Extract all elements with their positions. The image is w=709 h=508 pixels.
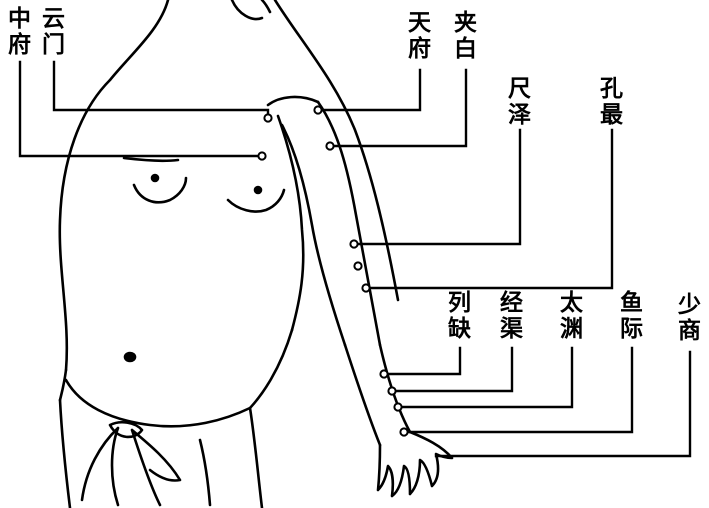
hair-strand — [260, 0, 272, 14]
label-kongzui: 孔最 — [600, 76, 623, 128]
arm-inner-forearm — [343, 343, 382, 447]
leader-zhongfu — [18, 60, 264, 158]
label-shaoshang: 少商 — [678, 292, 701, 344]
chin-outline — [230, 0, 264, 21]
marker-xiabai — [325, 141, 335, 151]
leader-xiabai — [328, 68, 468, 148]
marker-tianfu — [313, 105, 323, 115]
marker-yunmen — [263, 113, 273, 123]
marker-kongzui — [361, 283, 371, 293]
marker-kongzui-a — [353, 261, 363, 271]
arm-inner-upper — [280, 123, 347, 347]
leader-taiyuan — [396, 346, 574, 409]
right-nipple — [253, 185, 263, 195]
neck-outline — [108, 0, 170, 82]
label-taiyuan: 太渊 — [560, 290, 583, 342]
right-breast — [226, 188, 286, 213]
trouser-left — [58, 398, 72, 508]
back-shoulder-outline — [273, 0, 400, 302]
belly-left — [58, 368, 68, 402]
marker-yuji — [399, 427, 409, 437]
arm-outer-upper — [316, 100, 382, 347]
label-xiabai: 夹白 — [454, 10, 477, 62]
belly-outline — [248, 328, 294, 410]
chest-line — [122, 156, 180, 163]
leader-yuji — [402, 346, 634, 434]
label-zhongfu: 中府 — [8, 6, 31, 58]
navel — [123, 351, 137, 363]
leader-jingqu — [390, 346, 514, 393]
trouser-right — [248, 406, 264, 508]
left-torso-outline — [58, 78, 112, 372]
label-yuji: 鱼际 — [620, 290, 643, 342]
leader-tianfu — [316, 68, 422, 112]
front-shoulder-outline — [266, 95, 320, 107]
label-lieque: 列缺 — [448, 290, 471, 342]
label-yunmen: 云门 — [42, 6, 65, 58]
waistband — [64, 378, 252, 428]
leader-lieque — [382, 346, 462, 376]
marker-chize — [349, 239, 359, 249]
label-tianfu: 天府 — [408, 10, 431, 62]
left-nipple — [150, 173, 160, 183]
right-torso-outline — [276, 114, 305, 332]
trouser-fold — [198, 438, 212, 507]
leader-kongzui — [364, 128, 614, 290]
label-jingqu: 经渠 — [500, 290, 523, 342]
marker-taiyuan — [393, 402, 403, 412]
marker-jingqu — [387, 386, 397, 396]
leader-chize — [352, 128, 522, 246]
drawstring-bow — [80, 420, 182, 507]
marker-lieque — [379, 369, 389, 379]
marker-zhongfu — [257, 151, 267, 161]
left-breast — [132, 176, 188, 204]
leader-shaoshang — [434, 350, 692, 458]
label-chize: 尺泽 — [508, 76, 531, 128]
